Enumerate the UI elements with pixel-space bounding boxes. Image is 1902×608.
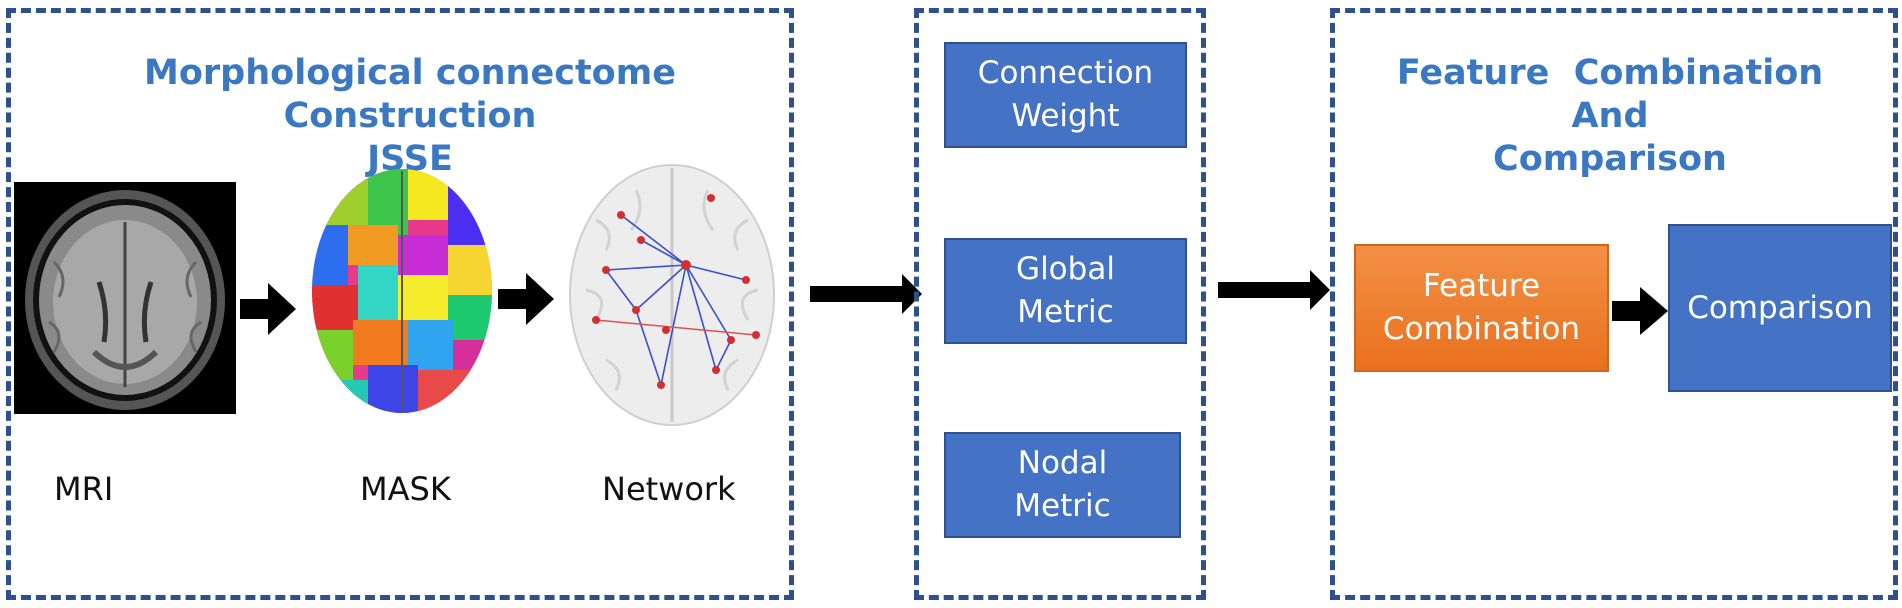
connection-weight-line1: Connection [977,55,1154,91]
network-brain-image [569,164,775,426]
mask-label: MASK [360,470,451,508]
nodal-metric-line1: Nodal [1017,445,1108,481]
connection-weight-line2: Weight [1011,98,1120,134]
panel3-title: Feature Combination And Comparison [1340,52,1880,181]
arrow-mri-to-mask [240,283,296,335]
arrow-feature-to-comparison [1612,287,1668,335]
global-metric-line2: Metric [1017,294,1114,330]
arrow-panel1-to-panel2 [810,274,922,314]
panel3-title-line2: And [1571,96,1649,136]
panel1-title-line1: Morphological connectome Construction [144,53,676,136]
feature-combination-line2: Combination [1382,311,1581,347]
arrow-panel2-to-panel3 [1218,270,1330,310]
panel1-title: Morphological connectome Construction JS… [20,52,800,181]
comparison-box: Comparison [1668,224,1892,392]
arrow-mask-to-network [498,273,554,325]
panel-connectome-construction [6,8,794,600]
mri-label: MRI [54,470,114,508]
mask-brain-image [312,169,492,413]
mri-image [14,182,236,414]
panel3-title-line3: Comparison [1493,139,1727,179]
feature-combination-line1: Feature [1422,268,1541,304]
panel-feature-combination [1330,8,1898,600]
global-metric-box: Global Metric [944,238,1187,344]
global-metric-line1: Global [1016,251,1115,287]
panel3-title-line1: Feature Combination [1396,53,1824,93]
nodal-metric-box: Nodal Metric [944,432,1181,538]
connection-weight-box: Connection Weight [944,42,1187,148]
nodal-metric-line2: Metric [1014,488,1111,524]
comparison-label: Comparison [1687,289,1873,326]
panel-network-metrics [914,8,1206,600]
network-label: Network [602,470,736,508]
feature-combination-box: Feature Combination [1354,244,1609,372]
